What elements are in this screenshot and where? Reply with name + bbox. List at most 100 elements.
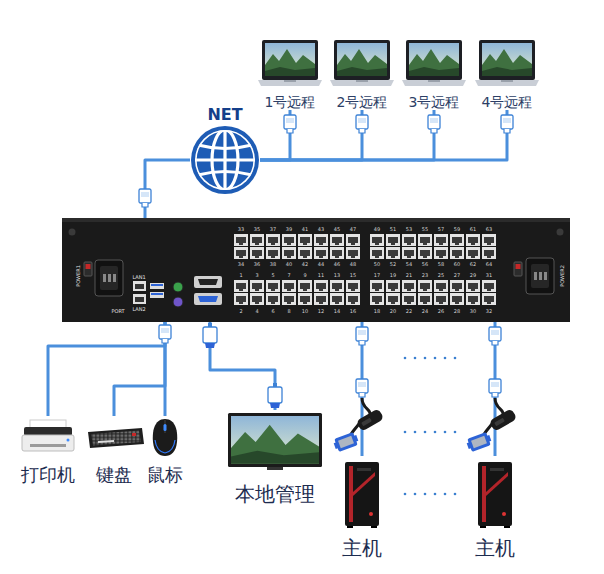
port-face	[418, 280, 432, 292]
port-face	[282, 234, 296, 246]
laptop-node: 4号远程	[474, 36, 540, 110]
port-number: 24	[422, 309, 428, 314]
network-cable	[210, 322, 275, 410]
kvm-housing	[173, 282, 183, 292]
rj45-port	[298, 293, 312, 305]
continuation-dots	[424, 493, 427, 496]
port-notch	[287, 302, 291, 304]
port-hole	[348, 283, 358, 289]
port-notch	[391, 256, 395, 258]
port-notch	[303, 302, 307, 304]
rj45-port	[330, 247, 344, 259]
port-notch	[455, 256, 459, 258]
port-hole	[252, 250, 262, 256]
port-notch	[423, 256, 427, 258]
port-hole	[484, 250, 494, 256]
rj45-port	[418, 234, 432, 246]
printer-icon	[22, 420, 74, 451]
port-face	[402, 280, 416, 292]
remote-laptops	[258, 40, 322, 86]
rj45-port	[298, 280, 312, 292]
laptop-node: 1号远程	[257, 36, 323, 110]
rj45-port	[330, 293, 344, 305]
port-number: 16	[350, 309, 356, 314]
port-hole	[284, 283, 294, 289]
kvm-housing	[62, 218, 570, 222]
port-hole	[372, 250, 382, 256]
port-number: 11	[318, 273, 324, 278]
port-notch	[407, 243, 411, 245]
port-number: 34	[238, 262, 244, 267]
printer-icon	[30, 420, 66, 428]
rj45-port	[266, 280, 280, 292]
port-number: 43	[318, 227, 324, 232]
monitor-label: 本地管理	[235, 483, 315, 506]
port-face	[434, 234, 448, 246]
port-face	[250, 293, 264, 305]
port-number: 38	[270, 262, 276, 267]
cable-plugs	[428, 115, 440, 133]
panel-marking: LAN2	[132, 307, 145, 312]
port-number: 44	[318, 262, 324, 267]
port-number: 30	[470, 309, 476, 314]
kvm-housing	[62, 218, 570, 322]
kvm-housing	[133, 281, 146, 291]
continuation-dots	[414, 431, 417, 434]
port-face	[282, 280, 296, 292]
cable-plugs	[489, 379, 501, 397]
port-notch	[239, 243, 243, 245]
continuation-dots	[444, 357, 447, 360]
port-face	[346, 247, 360, 259]
port-number: 39	[286, 227, 292, 232]
rj45-port	[450, 234, 464, 246]
port-notch	[335, 302, 339, 304]
kvm-housing	[194, 293, 222, 305]
port-face	[330, 234, 344, 246]
port-face	[466, 280, 480, 292]
port-hole	[420, 237, 430, 243]
port-hole	[452, 296, 462, 302]
port-number: 31	[486, 273, 492, 278]
rj45-port	[386, 293, 400, 305]
port-face	[346, 293, 360, 305]
globe-icon	[198, 145, 252, 149]
port-number: 28	[454, 309, 460, 314]
port-face	[298, 280, 312, 292]
port-number: 42	[302, 262, 308, 267]
port-face	[234, 280, 248, 292]
port-face	[482, 234, 496, 246]
port-hole	[436, 250, 446, 256]
port-number: 15	[350, 273, 356, 278]
globe-icon	[191, 126, 259, 194]
port-hole	[268, 250, 278, 256]
port-notch	[391, 289, 395, 291]
port-face	[434, 247, 448, 259]
rj45-port	[434, 247, 448, 259]
rj45-port	[346, 247, 360, 259]
port-hole	[236, 250, 246, 256]
host-icons	[345, 462, 512, 528]
port-number: 56	[422, 262, 428, 267]
port-face	[370, 234, 384, 246]
cable-plugs	[332, 398, 384, 453]
port-notch	[471, 243, 475, 245]
port-number: 58	[438, 262, 444, 267]
port-notch	[439, 302, 443, 304]
port-notch	[239, 302, 243, 304]
port-number: 6	[271, 309, 274, 314]
port-number: 52	[390, 262, 396, 267]
port-notch	[239, 256, 243, 258]
port-hole	[420, 250, 430, 256]
rj45-port	[482, 293, 496, 305]
kvm-housing	[133, 294, 146, 304]
rj45-port	[450, 247, 464, 259]
kvm-housing	[150, 283, 164, 289]
mouse-icon	[165, 420, 166, 433]
port-face	[250, 280, 264, 292]
network-cable	[48, 322, 165, 416]
port-notch	[335, 289, 339, 291]
rj45-port	[282, 247, 296, 259]
port-number: 14	[334, 309, 340, 314]
port-number: 45	[334, 227, 340, 232]
port-number: 23	[422, 273, 428, 278]
